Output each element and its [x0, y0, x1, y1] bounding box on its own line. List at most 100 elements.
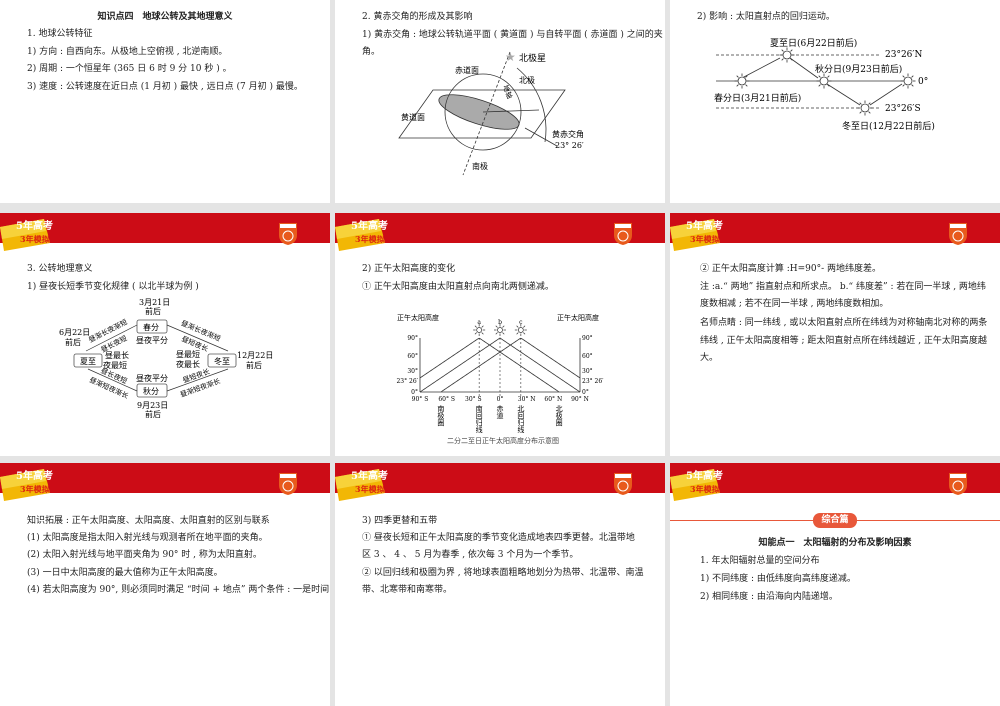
svg-text:3年模拟: 3年模拟: [690, 234, 720, 244]
text-line: 大。: [700, 353, 719, 363]
publisher-logo: 5年高考 3年模拟: [0, 469, 53, 501]
ecliptic-plane-shape: [398, 89, 566, 139]
sun-icon: [476, 327, 483, 333]
svg-text:3年模拟: 3年模拟: [355, 234, 385, 244]
text-line: 纬线 , 正午太阳高度相等 ; 距太阳直射点所在纬线越近 , 正午太阳高度越: [700, 336, 987, 346]
svg-text:3月21日: 3月21日: [139, 298, 170, 307]
svg-text:5年高考: 5年高考: [351, 219, 388, 232]
text-line: 3. 公转地理意义: [27, 264, 93, 274]
label-polaris: 北极星: [519, 52, 546, 64]
box-spring: [136, 319, 168, 334]
y-tick-label-right: 90°: [582, 335, 593, 342]
label-autumn-equinox: 秋分日(9月23日前后): [815, 63, 902, 75]
label-winter-solstice: 冬至日(12月22日前后): [842, 120, 935, 132]
slide-6[interactable]: 5年高考 3年模拟 ② 正午太阳高度计算 :H=90°- 两地纬度差。 注 :a…: [670, 213, 1000, 456]
text-line: ② 正午太阳高度计算 :H=90°- 两地纬度差。: [700, 264, 881, 274]
x-tick-label: 90° N: [571, 396, 589, 403]
text-line: 名师点睛 : 同一纬线 , 或以太阳直射点所在纬线为对称轴南北对称的两条: [700, 318, 988, 328]
label-spring: 春分: [143, 322, 159, 332]
text-line: 2. 黄赤交角的形成及其影响: [362, 12, 473, 22]
label-obliquity: 黄赤交角: [552, 129, 584, 139]
svg-text:3年模拟: 3年模拟: [690, 484, 720, 494]
slide-header-bar: 5年高考 3年模拟: [670, 463, 1000, 501]
text-line: (1) 太阳高度是指太阳入射光线与观测者所在地平面的夹角。: [27, 533, 268, 543]
text-line: 1) 方向 : 自西向东。从极地上空俯视 , 北逆南顺。: [27, 47, 228, 57]
y-tick-label-right: 23° 26′: [582, 378, 604, 385]
text-line: 1) 昼夜长短季节变化规律 ( 以北半球为例 ): [27, 282, 199, 292]
shield-emblem-icon: [614, 223, 632, 245]
text-line: 3) 速度 : 公转速度在近日点 (1 月初 ) 最快 , 远日点 (7 月初 …: [27, 82, 303, 92]
text-line: 2) 影响 : 太阳直射点的回归运动。: [697, 12, 835, 22]
svg-text:6月22日: 6月22日: [59, 328, 90, 337]
noon-altitude-diagram: 正午太阳高度 正午太阳高度 90°90°60°60°30°30°23° 26′2…: [396, 313, 604, 445]
slide-4[interactable]: 5年高考 3年模拟 3. 公转地理意义 1) 昼夜长短季节变化规律 ( 以北半球…: [0, 213, 330, 456]
slide-7[interactable]: 5年高考 3年模拟 知识拓展 : 正午太阳高度、太阳高度、太阳直射的区别与联系 …: [0, 463, 330, 706]
slide-1[interactable]: 知识点四 地球公转及其地理意义 1. 地球公转特征 1) 方向 : 自西向东。从…: [0, 0, 330, 203]
svg-text:昼夜平分: 昼夜平分: [136, 373, 168, 383]
obliquity-diagram: ★ 北极星 北极 赤道面 地轴 黄道面 黄赤交角 23° 26′ 南极: [398, 50, 584, 176]
shield-emblem-icon: [279, 223, 297, 245]
latitude-line-label: 南极圈: [437, 404, 445, 427]
svg-text:5年高考: 5年高考: [686, 469, 723, 482]
slide-5[interactable]: 5年高考 3年模拟 2) 正午太阳高度的变化 ① 正午太阳高度由太阳直射点向南北…: [335, 213, 665, 456]
svg-text:3年模拟: 3年模拟: [355, 484, 385, 494]
y-tick-label-left: 30°: [407, 368, 418, 375]
slide-8[interactable]: 5年高考 3年模拟 3) 四季更替和五带 ① 昼夜长短和正午太阳高度的季节变化造…: [335, 463, 665, 706]
y-tick-label-right: 60°: [582, 353, 593, 360]
shield-emblem-icon: [949, 473, 967, 495]
slide-header-bar: 5年高考 3年模拟: [335, 463, 665, 501]
slide-9[interactable]: 5年高考 3年模拟 综合篇 知能点一 太阳辐射的分布及影响因素 1. 年太阳辐射…: [670, 463, 1000, 706]
slide-header-bar: 5年高考 3年模拟: [0, 463, 330, 501]
svg-text:3年模拟: 3年模拟: [20, 234, 50, 244]
axis-title-left: 正午太阳高度: [397, 313, 439, 322]
svg-text:5年高考: 5年高考: [16, 469, 53, 482]
text-line: 度数相减 ; 若不在同一半球 , 两地纬度数相加。: [700, 299, 889, 309]
text-line: (3) 一日中太阳高度的最大值称为正午太阳高度。: [27, 568, 223, 578]
text-line: 3) 四季更替和五带: [362, 516, 438, 526]
y-tick-label-right: 30°: [582, 368, 593, 375]
text-line: 带、北寒带和南寒带。: [362, 585, 453, 595]
shield-emblem-icon: [614, 473, 632, 495]
label-south-pole: 南极: [472, 161, 488, 171]
altitude-line-c: [441, 337, 581, 392]
label-lat-0: 0°: [918, 77, 928, 87]
publisher-logo: 5年高考 3年模拟: [335, 219, 388, 251]
text-line: 2) 正午太阳高度的变化: [362, 264, 456, 274]
latitude-line-label: 北极圈: [555, 405, 563, 427]
text-line: ① 正午太阳高度由太阳直射点向南北两侧递减。: [362, 282, 554, 292]
slide-2[interactable]: 2. 黄赤交角的形成及其影响 1) 黄赤交角 : 地球公转轨道平面 ( 黄道面 …: [335, 0, 665, 203]
slide-title: 知识点四 地球公转及其地理意义: [97, 12, 233, 22]
latitude-line-label: 南回归线: [475, 404, 483, 433]
box-winter: [207, 353, 237, 368]
x-tick-label: 0°: [497, 396, 504, 403]
label-ecliptic-plane: 黄道面: [401, 112, 425, 122]
text-line: (2) 太阳入射光线与地平面夹角为 90° 时 , 称为太阳直射。: [27, 550, 262, 560]
slide-header-bar: 5年高考 3年模拟: [0, 213, 330, 251]
publisher-logo: 5年高考 3年模拟: [670, 469, 723, 501]
sun-migration-diagram: 夏至日(6月22日前后) 秋分日(9月23日前后) 春分日(3月21日前后) 冬…: [714, 37, 935, 132]
sun-icon: [497, 327, 503, 333]
label-winter: 冬至: [214, 356, 230, 366]
text-line: 区 3 、 4 、 5 月为春季 , 依次每 3 个月为一个季节。: [362, 550, 579, 560]
x-tick-label: 90° S: [412, 396, 429, 403]
text-line: 1. 年太阳辐射总量的空间分布: [700, 556, 820, 566]
text-line: (4) 若太阳高度为 90°, 则必须同时满足 “时间 + 地点” 两个条件 :…: [27, 585, 330, 595]
sun-icon: [903, 76, 913, 86]
publisher-logo: 5年高考 3年模拟: [670, 219, 723, 251]
label-axis: 地轴: [501, 84, 514, 100]
slide-3[interactable]: 2) 影响 : 太阳直射点的回归运动。 夏至日(6月22日前后) 秋分日(9月2…: [670, 0, 1000, 203]
publisher-logo: 5年高考 3年模拟: [0, 219, 53, 251]
text-line: 2) 周期 : 一个恒星年 (365 日 6 时 9 分 10 秒 ) 。: [27, 64, 232, 74]
label-spring-equinox: 春分日(3月21日前后): [714, 92, 801, 104]
svg-text:昼夜平分: 昼夜平分: [136, 335, 168, 345]
label-summer: 夏至: [80, 357, 96, 366]
text-line: 角。: [362, 47, 381, 57]
x-tick-label: 60° N: [544, 396, 562, 403]
star-icon: ★: [505, 50, 516, 64]
sun-icon: [782, 50, 792, 60]
svg-text:夜最长: 夜最长: [176, 359, 200, 369]
shield-emblem-icon: [949, 223, 967, 245]
label-equator-plane: 赤道面: [455, 65, 479, 75]
label-lat-n: 23°26′N: [885, 50, 922, 60]
text-line: 1) 不同纬度 : 由低纬度向高纬度递减。: [700, 574, 856, 584]
